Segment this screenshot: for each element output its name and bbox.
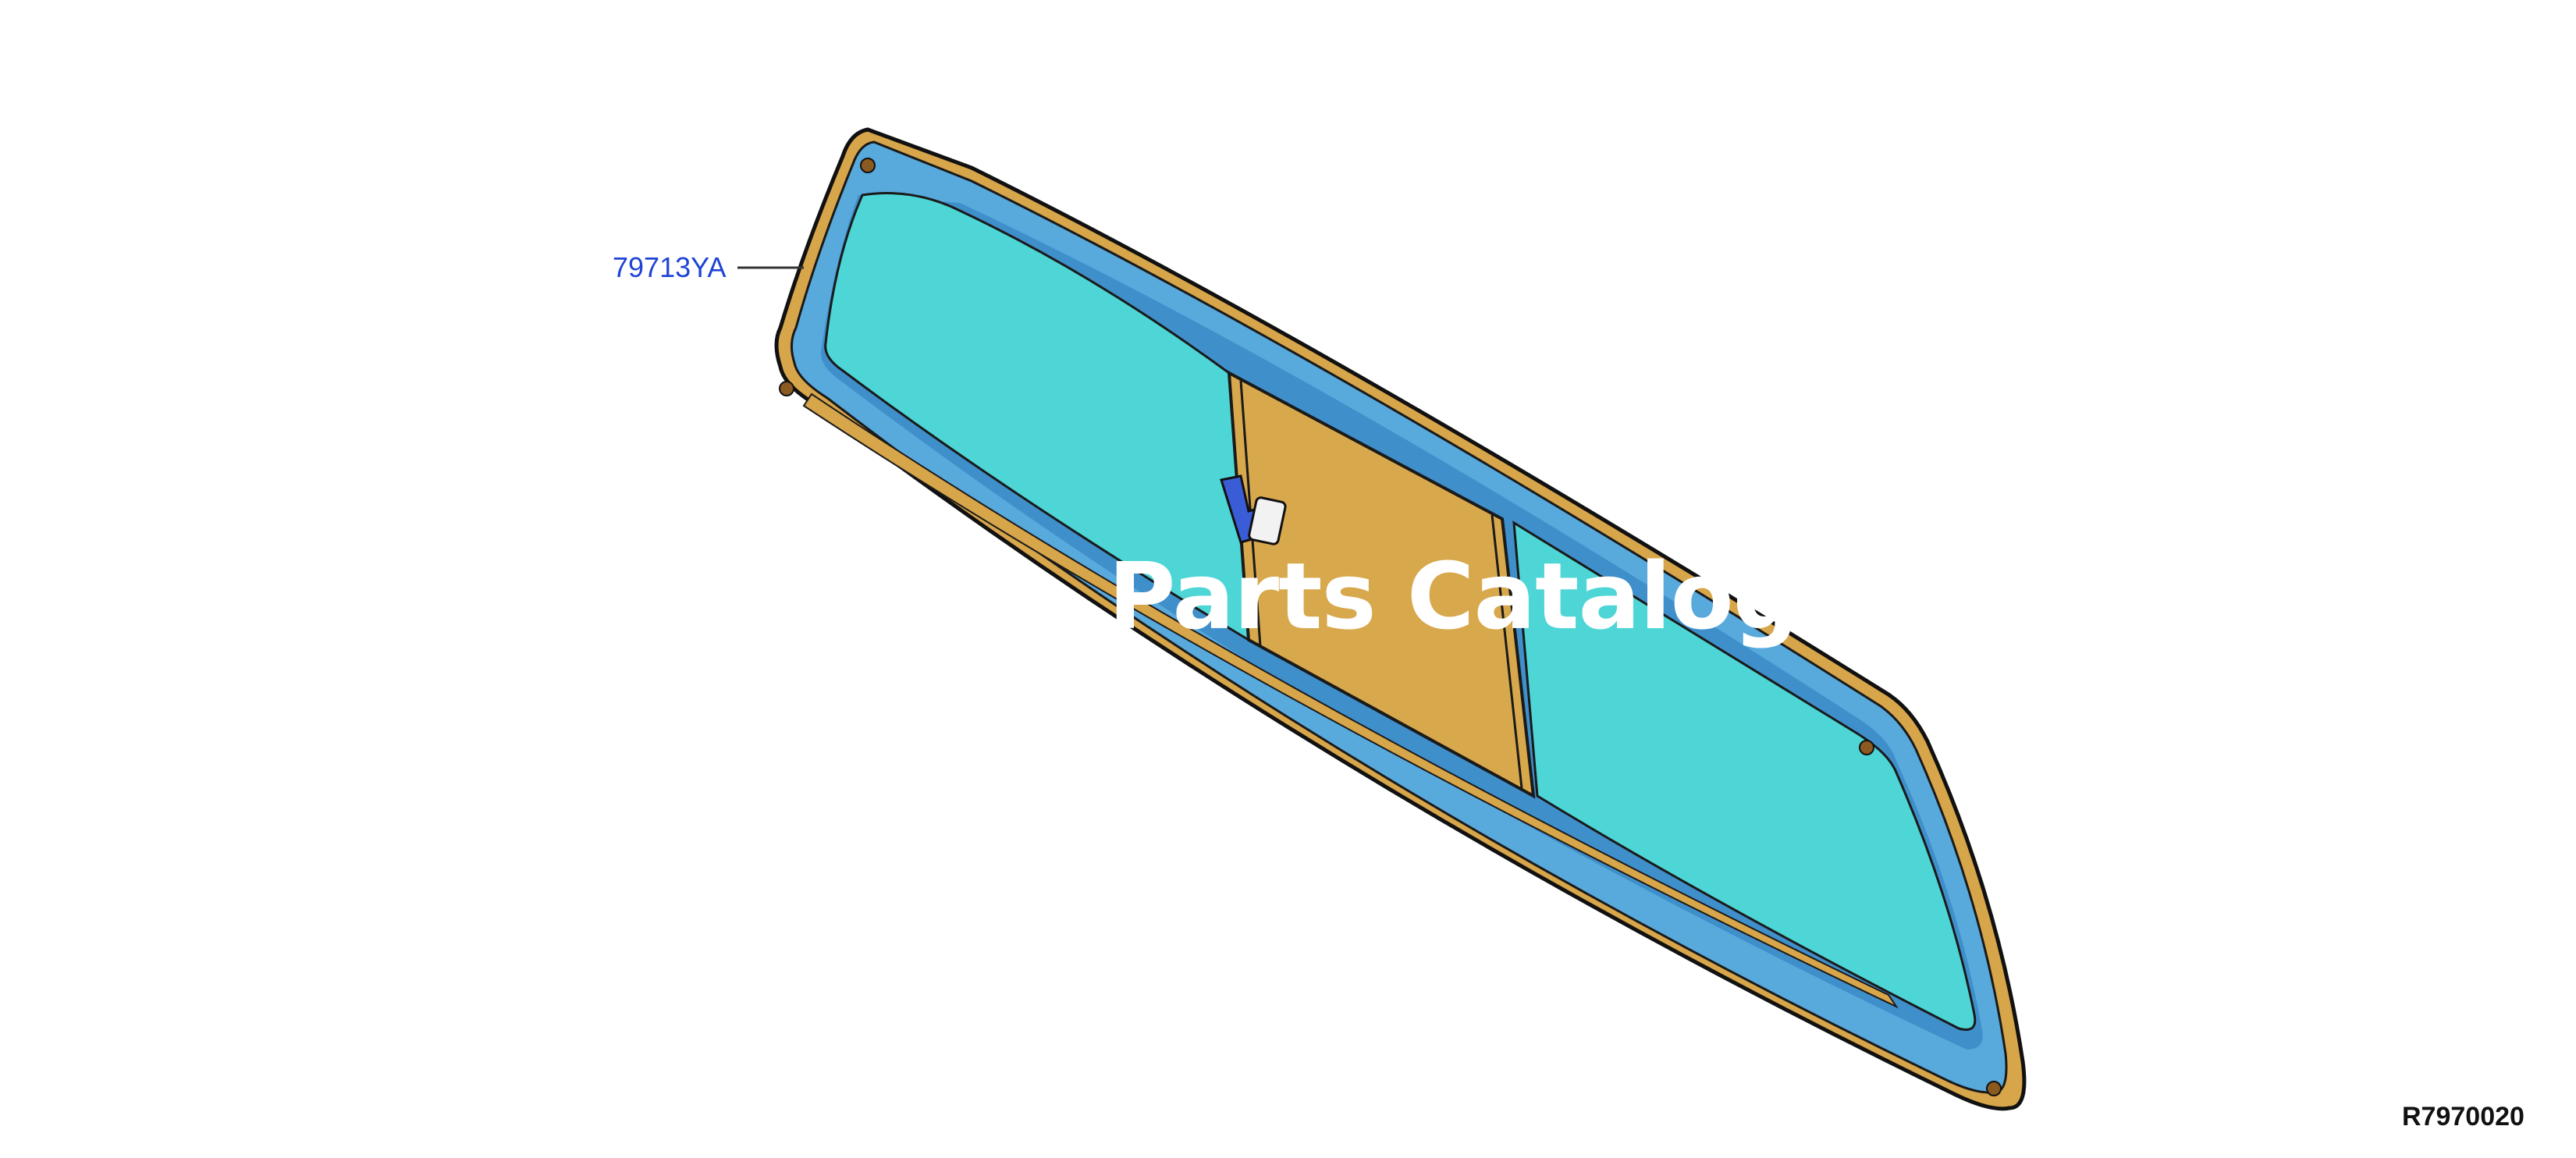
latch-handle-icon <box>1220 474 1287 545</box>
bottom-seal-strip <box>802 393 1899 1009</box>
diagram-id: R7970020 <box>2402 1102 2524 1131</box>
sliding-center-panel <box>1227 370 1536 799</box>
right-glass-pane <box>1512 520 1977 1031</box>
left-glass-pane <box>824 192 1250 642</box>
slider-rail-right <box>1491 514 1523 789</box>
watermark: Parts Catalog <box>1108 542 1799 650</box>
callout-part-number[interactable]: 79713YA <box>613 251 727 283</box>
mounting-stud-icon <box>779 158 2002 1096</box>
